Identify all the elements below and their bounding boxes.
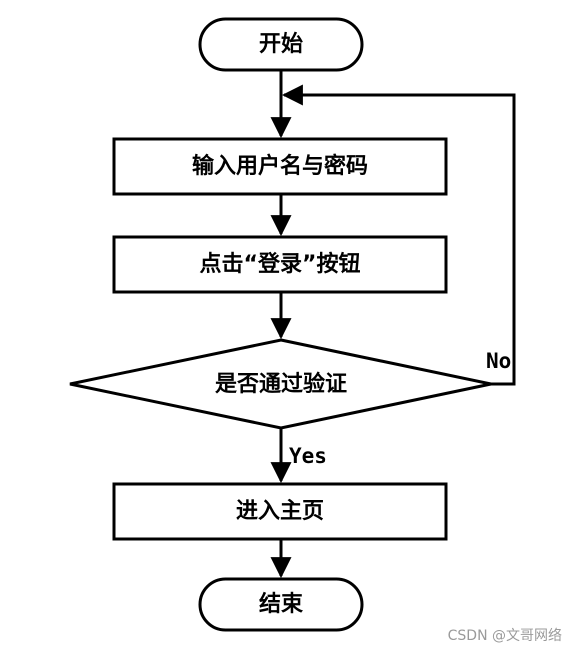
input-credentials-label: 输入用户名与密码 — [192, 153, 368, 179]
yes-label: Yes — [289, 444, 327, 468]
no-label: No — [486, 349, 511, 373]
end-terminal — [198, 577, 364, 632]
no-loop-connector — [281, 84, 516, 386]
end-label: 结束 — [259, 591, 304, 617]
enter-home-label: 进入主页 — [236, 499, 324, 524]
input-credentials-box — [112, 137, 448, 196]
click-login-label: 点击“登录”按钮 — [200, 251, 361, 277]
decision-label: 是否通过验证 — [215, 371, 347, 397]
start-label: 开始 — [259, 31, 303, 57]
watermark-text: CSDN @文哥网络 — [447, 628, 562, 644]
